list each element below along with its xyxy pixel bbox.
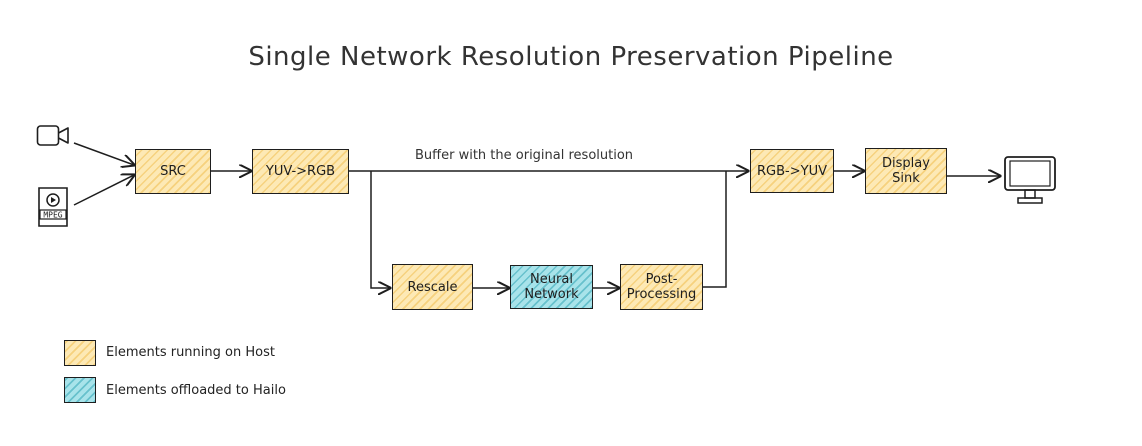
legend-host-label: Elements running on Host [106, 345, 275, 360]
video-camera-icon [36, 125, 69, 146]
edge-camera-to-src [73, 142, 134, 165]
edge-yuv-to-rescale [370, 171, 390, 288]
diagram-title: Single Network Resolution Preservation P… [248, 42, 894, 72]
node-src: SRC [135, 149, 211, 194]
node-rescale: Rescale [392, 264, 473, 310]
edge-label-buffer: Buffer with the original resolution [415, 148, 634, 163]
node-yuv-to-rgb: YUV->RGB [252, 149, 349, 194]
edge-file-to-src [73, 175, 134, 206]
legend-host-swatch [64, 340, 96, 366]
mpeg-file-label: MPEG [43, 211, 62, 220]
legend-hailo-label: Elements offloaded to Hailo [106, 383, 286, 398]
node-rgb-to-yuv: RGB->YUV [750, 149, 834, 193]
mpeg-file-icon: MPEG [38, 187, 68, 227]
monitor-icon [1004, 156, 1056, 204]
node-neural-network: Neural Network [510, 265, 593, 309]
node-post-processing: Post-Processing [620, 264, 703, 310]
legend-hailo-swatch [64, 377, 96, 403]
node-display-sink: Display Sink [865, 148, 947, 194]
edge-post-to-main [703, 171, 727, 288]
